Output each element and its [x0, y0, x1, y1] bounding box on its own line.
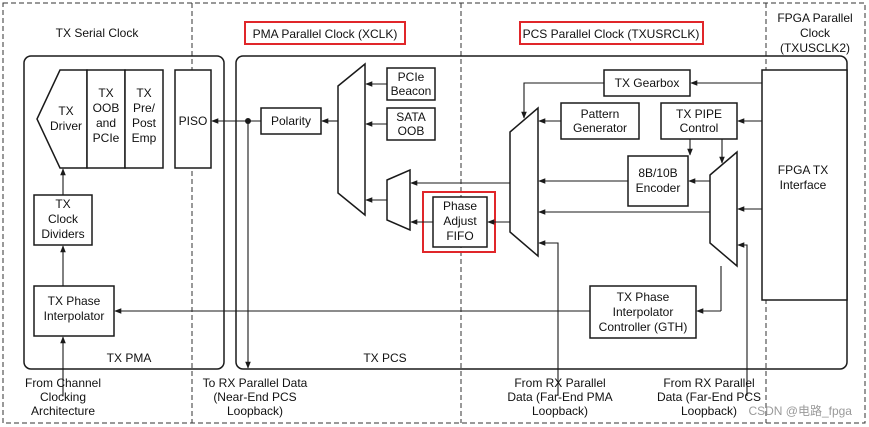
from-channel-text-3: Architecture: [31, 404, 95, 418]
sata-oob-text-2: OOB: [398, 124, 425, 138]
encoder-text-2: Encoder: [636, 181, 681, 195]
output-mux-large: [337, 62, 366, 217]
tx-clock-dividers-text-3: Dividers: [41, 227, 84, 241]
from-rx-pcs-text-1: From RX Parallel: [663, 376, 754, 390]
piso-block: [174, 69, 212, 169]
domain-highlight-pcs: [519, 21, 704, 45]
domain-highlight-pma: [244, 21, 406, 45]
encoder-8b10b-block: [627, 155, 689, 207]
tx-pma-container: [23, 55, 225, 370]
tx-emp-text-4: Emp: [132, 131, 157, 145]
controller-text-3: Controller (GTH): [599, 320, 688, 334]
controller-text-2: Interpolator: [613, 305, 674, 319]
tx-oob-text-1: TX: [98, 86, 113, 100]
tx-phase-interp-controller-block: [589, 285, 697, 339]
controller-text-1: TX Phase: [617, 290, 670, 304]
fpga-tx-interface-text-1: FPGA TX: [778, 163, 828, 177]
piso-text: PISO: [179, 114, 208, 128]
polarity-text: Polarity: [271, 114, 311, 128]
tx-clock-dividers-text-2: Clock: [48, 212, 79, 226]
domain-label-pma: PMA Parallel Clock (XCLK): [253, 27, 398, 41]
tx-pipe-control-text-2: Control: [680, 121, 719, 135]
fpga-tx-interface-text-2: Interface: [780, 178, 827, 192]
domain-label-fpga-2: Clock: [800, 26, 831, 40]
pattern-generator-block: [560, 102, 640, 140]
tx-phase-interpolator-text-1: TX Phase: [48, 294, 101, 308]
tx-driver-text-2: Driver: [50, 119, 82, 133]
phase-adjust-fifo-block: [432, 196, 488, 248]
domain-label-fpga-1: FPGA Parallel: [777, 11, 852, 25]
tx-emp-text-1: TX: [136, 86, 151, 100]
tx-emp-text-2: Pre/: [133, 101, 156, 115]
tx-pipe-control-text-1: TX PIPE: [676, 107, 722, 121]
phase-adjust-fifo-text-2: Adjust: [443, 214, 477, 228]
tx-emp-text-3: Post: [132, 116, 157, 130]
pcie-beacon-text-2: Beacon: [391, 84, 432, 98]
from-channel-text-2: Clocking: [40, 390, 86, 404]
tx-clock-dividers-block: [33, 194, 93, 246]
tx-gearbox-text: TX Gearbox: [615, 76, 680, 90]
tx-pma-label: TX PMA: [107, 351, 152, 365]
tx-phase-interpolator-block: [33, 285, 115, 337]
domain-label-serial: TX Serial Clock: [56, 26, 140, 40]
to-rx-text-1: To RX Parallel Data: [203, 376, 308, 390]
connections: [60, 80, 762, 396]
watermark-text: CSDN @电路_fpga: [748, 403, 852, 418]
encoder-bypass-mux: [709, 150, 738, 268]
fpga-tx-interface-block: [761, 69, 848, 301]
encoder-text-1: 8B/10B: [638, 166, 677, 180]
tx-pre-post-emp-block: [124, 69, 164, 169]
pcie-beacon-block: [386, 67, 436, 101]
from-rx-pma-text-1: From RX Parallel: [514, 376, 605, 390]
pattern-generator-text-1: Pattern: [581, 107, 620, 121]
tx-phase-interpolator-text-2: Interpolator: [44, 309, 105, 323]
junction-dot: [245, 118, 251, 124]
phase-adjust-fifo-text-1: Phase: [443, 199, 477, 213]
to-rx-text-2: (Near-End PCS: [213, 390, 296, 404]
from-rx-pcs-text-3: Loopback): [681, 404, 737, 418]
tx-driver-text-1: TX: [58, 104, 73, 118]
tx-oob-text-2: OOB: [93, 101, 120, 115]
sata-oob-text-1: SATA: [396, 110, 426, 124]
sata-oob-block: [386, 107, 436, 141]
domain-label-pcs: PCS Parallel Clock (TXUSRCLK): [523, 27, 700, 41]
tx-pipe-control-block: [660, 102, 738, 140]
pcie-beacon-text-1: PCIe: [398, 70, 425, 84]
tx-oob-text-3: and: [96, 116, 116, 130]
from-rx-pcs-text-2: Data (Far-End PCS: [657, 390, 761, 404]
domain-label-fpga-3: (TXUSCLK2): [780, 41, 850, 55]
from-channel-text-1: From Channel: [25, 376, 101, 390]
from-rx-pma-text-3: Loopback): [532, 404, 588, 418]
pcs-data-mux: [509, 106, 539, 258]
pattern-generator-text-2: Generator: [573, 121, 627, 135]
tx-clock-dividers-text-1: TX: [55, 197, 70, 211]
fifo-bypass-mux: [386, 168, 411, 232]
tx-pcs-label: TX PCS: [363, 351, 406, 365]
tx-oob-text-4: PCIe: [93, 131, 120, 145]
from-rx-pma-text-2: Data (Far-End PMA: [507, 390, 612, 404]
to-rx-text-3: Loopback): [227, 404, 283, 418]
phase-adjust-fifo-text-3: FIFO: [446, 229, 473, 243]
